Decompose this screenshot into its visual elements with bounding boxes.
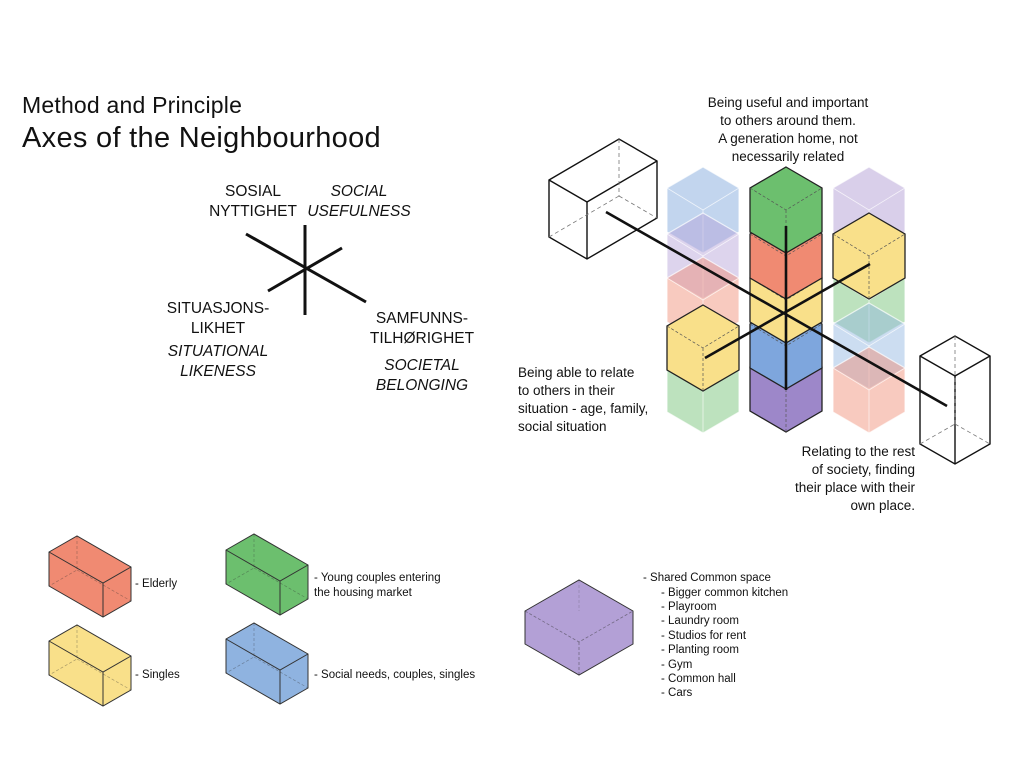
list-item: - Cars [661, 687, 693, 700]
legend-box-singles [48, 624, 132, 707]
legend-label-elderly: - Elderly [135, 578, 178, 590]
legend-label-social-needs: - Social needs, couples, singles [314, 669, 476, 681]
shared-space-list: - Bigger common kitchen - Playroom - Lau… [643, 586, 788, 701]
axis-label-left-no: SITUASJONS-LIKHET [166, 300, 270, 337]
list-item: - Studios for rent [661, 629, 747, 642]
legend-box-young-couples [225, 533, 309, 616]
list-item: - Gym [661, 658, 693, 671]
axis-label-right-no: SAMFUNNS-TILHØRIGHET [369, 310, 475, 347]
list-item: - Planting room [661, 644, 739, 657]
list-item: - Bigger common kitchen [661, 586, 789, 599]
legend-shared-block: - Shared Common space - Bigger common ki… [643, 571, 788, 701]
legend-label-singles: - Singles [135, 669, 180, 681]
axes-overlay [605, 210, 948, 408]
list-item: - Common hall [661, 672, 736, 685]
wireframe-box-right [919, 335, 991, 465]
legend-box-social-needs [225, 622, 309, 705]
legend-box-elderly [48, 535, 132, 618]
page-subtitle: Method and Principle [22, 92, 243, 118]
legend-box-shared [524, 579, 634, 676]
list-item: - Playroom [661, 600, 717, 613]
wireframe-box-left [548, 138, 658, 260]
page-title: Axes of the Neighbourhood [22, 122, 381, 154]
legend-label-shared: - Shared Common space [643, 572, 771, 584]
list-item: - Laundry room [661, 615, 739, 628]
legend-label-young-couples: - Young couples entering the housing mar… [314, 572, 441, 599]
